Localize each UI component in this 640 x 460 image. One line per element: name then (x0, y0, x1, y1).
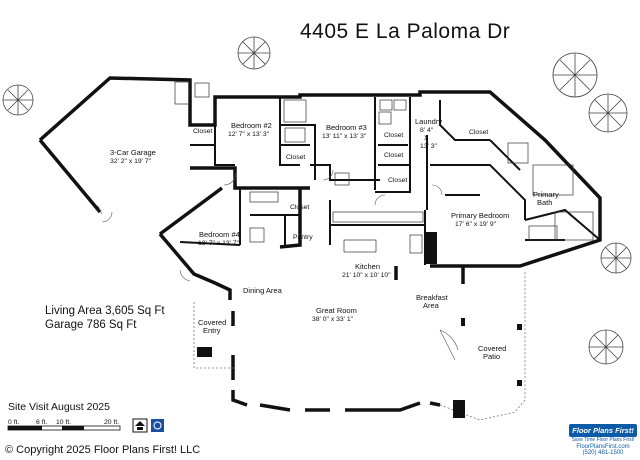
columns (197, 232, 522, 418)
tree-icon (588, 93, 628, 133)
closet-label: Closet (384, 152, 403, 159)
laundry-x: X (424, 135, 429, 142)
brand-phone: (520) 481-1500 (582, 450, 624, 456)
accessibility-icon (151, 419, 164, 432)
closet-label: Closet (388, 177, 407, 184)
covered-patio-label: Covered (478, 344, 506, 353)
bedroom3-dims: 13' 11" x 13' 3" (322, 133, 367, 140)
brand-tagline: Save Time Floor Plans First! (571, 437, 635, 443)
primary-bath-label: Primary (533, 190, 559, 199)
brand-name: Floor Plans First! (569, 424, 637, 437)
tree-icon (237, 36, 271, 70)
breakfast-area-label-2: Area (423, 301, 440, 310)
great-room-dims: 38' 0" x 33' 1" (312, 316, 354, 323)
primary-bedroom-label: Primary Bedroom (451, 211, 509, 220)
closet-label: Closet (469, 129, 488, 136)
primary-bedroom-dims: 17' 6" x 19' 9" (455, 221, 497, 228)
covered-entry-label-2: Entry (203, 326, 221, 335)
closet-label: Closet (286, 154, 305, 161)
site-visit-text: Site Visit August 2025 (8, 401, 110, 413)
tree-icon (588, 329, 624, 365)
bedroom3-label: Bedroom #3 (326, 123, 367, 132)
scale-bar: 0 ft. 6 ft. 10 ft. 20 ft. (7, 419, 121, 431)
breakfast-area-label: Breakfast (416, 293, 449, 302)
bedroom2-dims: 12' 7" x 13' 3" (228, 131, 270, 138)
brand-logo: Floor Plans First! Save Time Floor Plans… (569, 424, 637, 456)
closet-label: Closet (384, 132, 403, 139)
exterior-walls (38, 76, 602, 412)
covered-patio-label-2: Patio (483, 352, 500, 361)
page-title: 4405 E La Paloma Dr (300, 20, 511, 43)
outdoor-outline (193, 270, 526, 421)
garage-label: 3-Car Garage (110, 148, 156, 157)
equal-housing-icon (132, 418, 148, 433)
brand-url: FloorPlansFirst.com (576, 444, 630, 450)
living-area-text: Living Area 3,605 Sq Ft (45, 305, 165, 317)
copyright-text: © Copyright 2025 Floor Plans First! LLC (5, 444, 201, 456)
garage-area-text: Garage 786 Sq Ft (45, 319, 137, 331)
area-stats: Living Area 3,605 Sq Ft Garage 786 Sq Ft (45, 304, 165, 332)
scale-label-20: 20 ft. (104, 419, 119, 426)
kitchen-label: Kitchen (355, 262, 380, 271)
bedroom2-label: Bedroom #2 (231, 121, 272, 130)
great-room-label: Great Room (316, 306, 357, 315)
kitchen-dims: 21' 10" x 10' 10" (342, 272, 391, 279)
closet-label: Closet (290, 204, 309, 211)
bedroom4-dims: 13' 7" x 13' 7" (198, 240, 240, 247)
tree-icon (552, 52, 598, 98)
door-swings (97, 169, 459, 361)
primary-bath-label-2: Bath (537, 198, 552, 207)
tree-icon (2, 84, 34, 116)
bedroom4-label: Bedroom #4 (199, 230, 240, 239)
interior-walls (179, 97, 601, 265)
closet-label: Closet (193, 128, 212, 135)
pantry-label: Pantry (293, 234, 313, 241)
laundry-dims1: 8' 4" (420, 127, 434, 134)
tree-icon (600, 242, 632, 274)
garage-dims: 32' 2" x 19' 7" (110, 158, 152, 165)
fixtures (174, 81, 594, 254)
covered-entry-label: Covered (198, 318, 226, 327)
scale-label-10: 10 ft. (56, 419, 71, 426)
laundry-dims2: 13' 3" (420, 143, 438, 150)
laundry-label: Laundry (415, 117, 442, 126)
dining-area-label: Dining Area (243, 286, 283, 295)
scale-label-6: 6 ft. (36, 419, 47, 426)
scale-label-0: 0 ft. (8, 419, 19, 426)
